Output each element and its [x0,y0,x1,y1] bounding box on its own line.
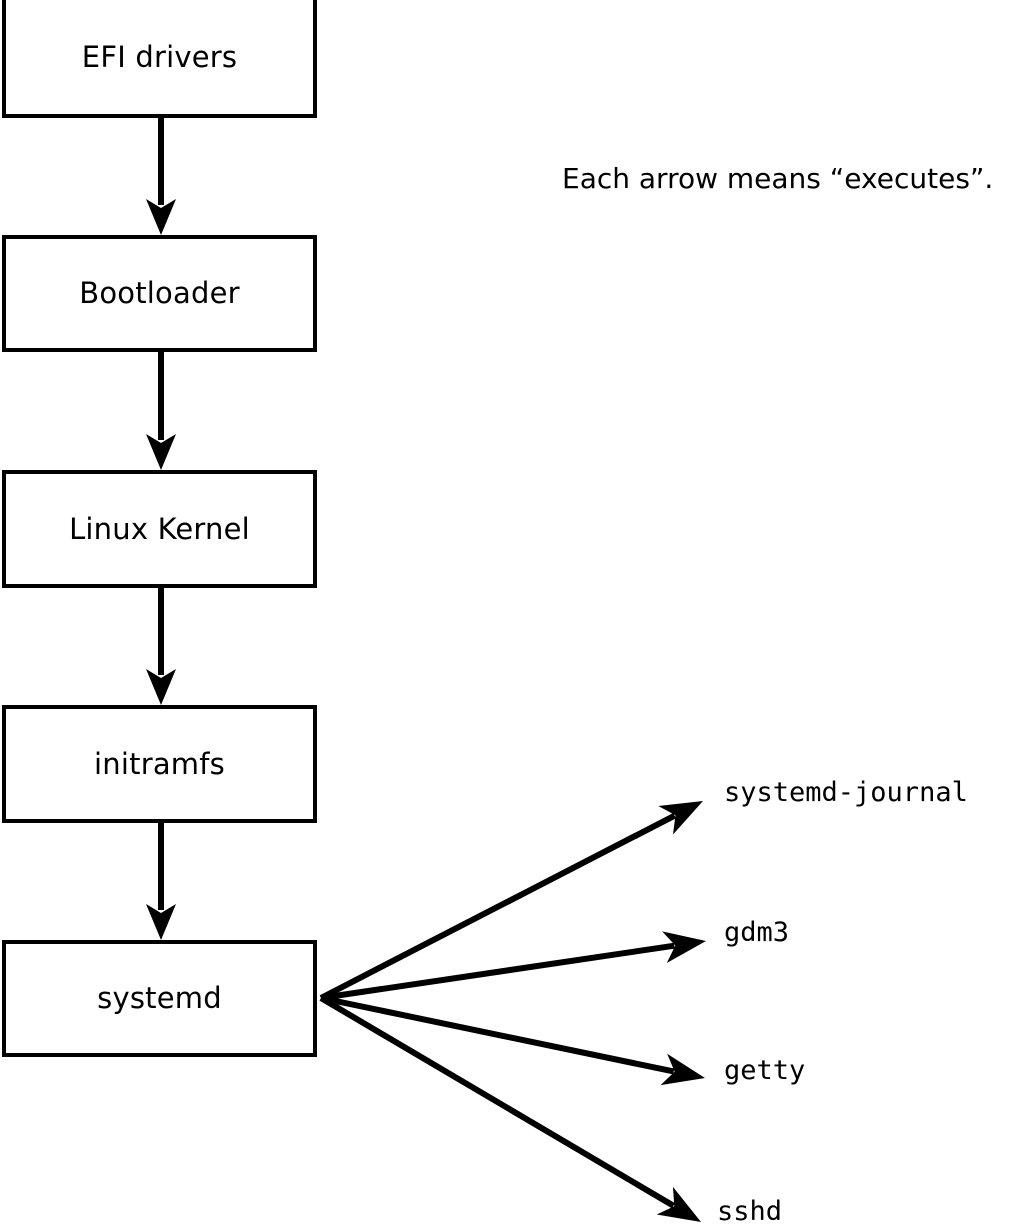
node-label-efi-drivers: EFI drivers [81,39,238,74]
arrow-bootloader-to-kernel-head [146,434,176,470]
arrow-kernel-to-initramfs-head [146,669,176,705]
leaf-label-sshd: sshd [717,1196,783,1227]
node-label-initramfs: initramfs [94,746,225,781]
fanout-arrow-group [319,801,706,1222]
node-box-bootloader[interactable]: Bootloader [2,235,317,352]
arrow-systemd-to-systemd-journal-shaft [319,813,676,1001]
node-label-bootloader: Bootloader [79,276,240,310]
arrow-systemd-to-gdm3-shaft [320,942,675,1001]
diagram-caption: Each arrow means “executes”. [562,162,994,195]
arrow-efi-to-bootloader-head [146,199,176,235]
arrow-systemd-to-sshd-shaft [319,995,675,1209]
chain-arrow-group [146,118,176,940]
arrow-initramfs-to-systemd-head [146,904,176,940]
leaf-label-getty: getty [724,1055,806,1086]
node-box-initramfs[interactable]: initramfs [2,705,317,823]
node-box-efi-drivers[interactable]: EFI drivers [2,0,317,118]
leaf-label-systemd-journal: systemd-journal [724,777,968,808]
arrow-systemd-to-getty-shaft [320,995,675,1075]
arrow-systemd-to-sshd-head [656,1186,701,1222]
node-label-linux-kernel: Linux Kernel [69,511,250,546]
arrow-systemd-to-gdm3-head [662,931,706,963]
node-label-systemd: systemd [97,981,222,1015]
arrow-systemd-to-systemd-journal-head [658,801,703,835]
node-box-systemd[interactable]: systemd [2,940,317,1057]
arrow-systemd-to-getty-head [660,1053,705,1086]
leaf-label-gdm3: gdm3 [724,917,790,948]
node-box-linux-kernel[interactable]: Linux Kernel [2,470,317,588]
